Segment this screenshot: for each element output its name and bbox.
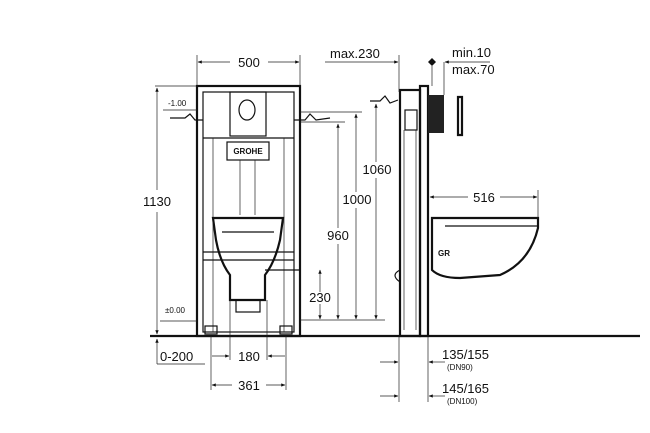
plate-reference-mark — [428, 58, 436, 66]
svg-text:GR: GR — [438, 249, 450, 258]
dim-bowl-projection: 516 — [473, 190, 495, 205]
front-toilet-bowl — [211, 216, 285, 313]
dim-height-total: 1130 — [143, 194, 171, 209]
dim-drain-dn90: 135/155 — [442, 347, 489, 362]
grohe-logo: GROHE — [233, 147, 263, 156]
drain-dn90-note: (DN90) — [447, 363, 473, 372]
dim-height-230: 230 — [309, 290, 331, 305]
dim-height-1000: 1000 — [343, 192, 372, 207]
side-view-frame — [398, 84, 464, 338]
side-toilet-bowl: GR — [430, 216, 540, 280]
water-inlet-side — [370, 95, 399, 104]
level-bottom: ±0.00 — [165, 306, 186, 315]
dim-floor-adjust: 0-200 — [160, 349, 193, 364]
drain-bend-side — [394, 269, 401, 283]
water-inlet-right — [294, 113, 331, 121]
dim-height-1060: 1060 — [363, 162, 392, 177]
dim-bolt-spacing: 180 — [238, 349, 260, 364]
dim-foot-spacing: 361 — [238, 378, 260, 393]
drain-dn100-note: (DN100) — [447, 397, 478, 406]
dim-frame-width: 500 — [238, 55, 260, 70]
water-inlet-left — [170, 113, 203, 121]
front-view-frame — [195, 84, 302, 338]
dim-height-960: 960 — [327, 228, 349, 243]
level-top: -1.00 — [168, 99, 187, 108]
dim-plate-min: min.10 — [452, 45, 491, 60]
dim-wall-depth: max.230 — [330, 46, 380, 61]
dim-drain-dn100: 145/165 — [442, 381, 489, 396]
dim-plate-max: max.70 — [452, 62, 495, 77]
